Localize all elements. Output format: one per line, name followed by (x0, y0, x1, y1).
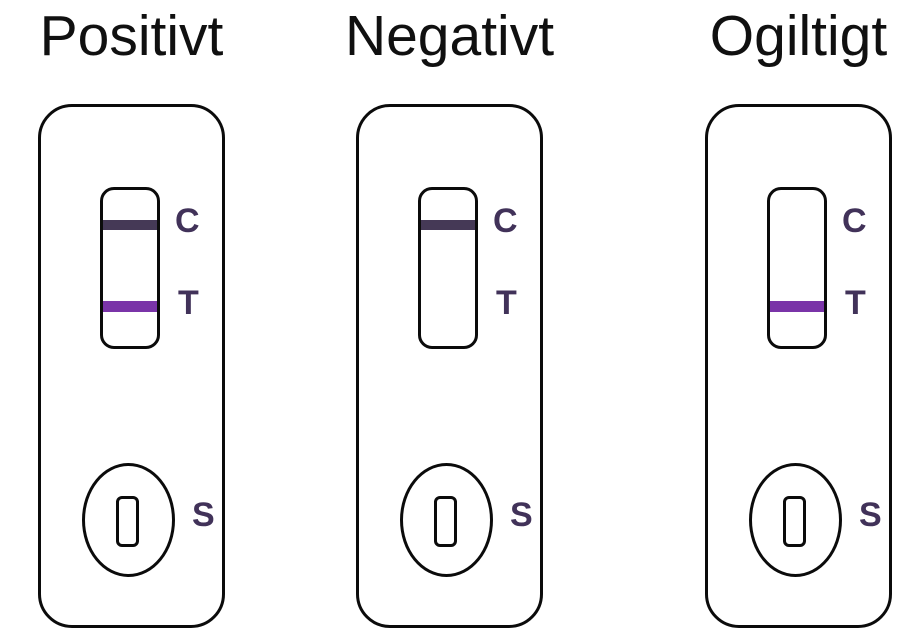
test-line-label: T (178, 284, 199, 322)
test-cassette: C T S (38, 104, 225, 628)
cassette-group-invalid: Ogiltigt C T S (705, 8, 892, 632)
result-title: Negativt (344, 4, 555, 68)
cassette-group-positive: Positivt C T S (38, 8, 225, 632)
sample-well-label: S (859, 496, 882, 534)
sample-well-slot (116, 496, 139, 547)
sample-well-slot (783, 496, 806, 547)
result-window (100, 187, 160, 349)
test-line-label: T (496, 284, 517, 322)
result-title: Positivt (39, 4, 224, 68)
result-title: Ogiltigt (709, 4, 888, 68)
sample-well-label: S (192, 496, 215, 534)
control-line-label: C (493, 202, 518, 240)
control-line (421, 220, 475, 230)
sample-well (400, 463, 493, 577)
sample-well (749, 463, 842, 577)
sample-well-label: S (510, 496, 533, 534)
cassette-group-negative: Negativt C T S (345, 8, 554, 632)
control-line-label: C (175, 202, 200, 240)
sample-well (82, 463, 175, 577)
test-line (103, 301, 157, 312)
test-line (770, 301, 824, 312)
result-window (767, 187, 827, 349)
result-window (418, 187, 478, 349)
control-line (103, 220, 157, 230)
test-cassette: C T S (705, 104, 892, 628)
test-cassette: C T S (356, 104, 543, 628)
test-line-label: T (845, 284, 866, 322)
control-line-label: C (842, 202, 867, 240)
sample-well-slot (434, 496, 457, 547)
